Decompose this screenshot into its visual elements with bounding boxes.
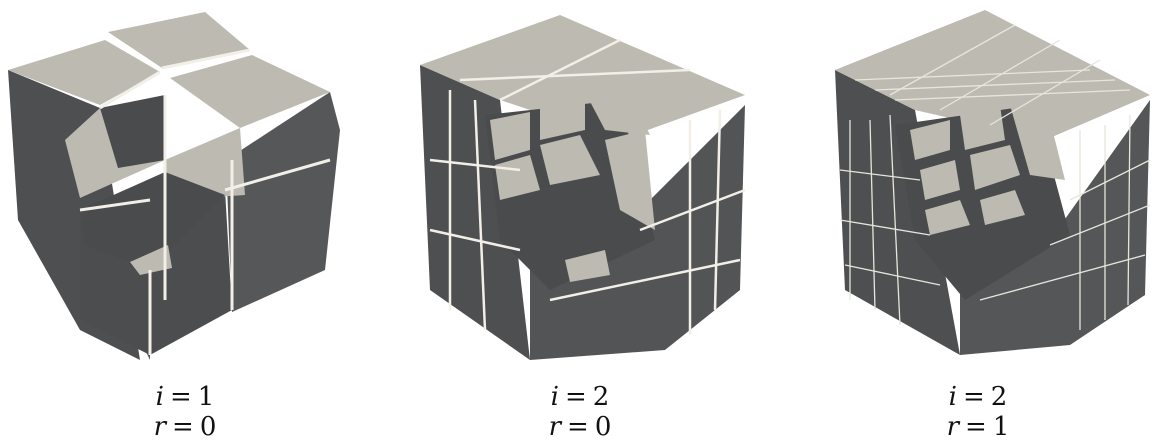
cube-top-face xyxy=(420,15,745,140)
cube-render-2 xyxy=(420,15,746,360)
gap-lines xyxy=(79,48,331,355)
cube-render-1 xyxy=(8,12,340,360)
cube-top-face xyxy=(835,10,1150,140)
figure-panel-1: i=1 r=0 xyxy=(0,0,370,445)
figure-panel-2: i=2 r=0 xyxy=(390,0,770,445)
cube-render-3 xyxy=(835,10,1151,355)
caption-r: r=1 xyxy=(946,412,1010,442)
caption-i: i=2 xyxy=(948,382,1008,412)
caption-i: i=1 xyxy=(155,382,215,412)
cavity-lower xyxy=(80,172,225,270)
caption-i: i=2 xyxy=(550,382,610,412)
grid-lines xyxy=(839,24,1151,330)
figure-panel-3: i=2 r=1 xyxy=(800,0,1156,445)
cavity-steps xyxy=(490,82,655,282)
cavity-inner-wall xyxy=(100,95,165,168)
cube-left-face xyxy=(835,70,960,355)
top-face-back-left xyxy=(8,40,160,105)
top-face-right xyxy=(170,55,330,128)
caption-r: r=0 xyxy=(153,412,217,442)
top-face-back-right xyxy=(108,12,250,68)
cavity-steps xyxy=(910,100,1065,235)
cavity-lower-floor xyxy=(130,245,172,275)
cube-right-face xyxy=(226,92,340,312)
caption-r: r=0 xyxy=(548,412,612,442)
gap-lines xyxy=(429,38,746,335)
cube-right-face xyxy=(960,100,1150,355)
